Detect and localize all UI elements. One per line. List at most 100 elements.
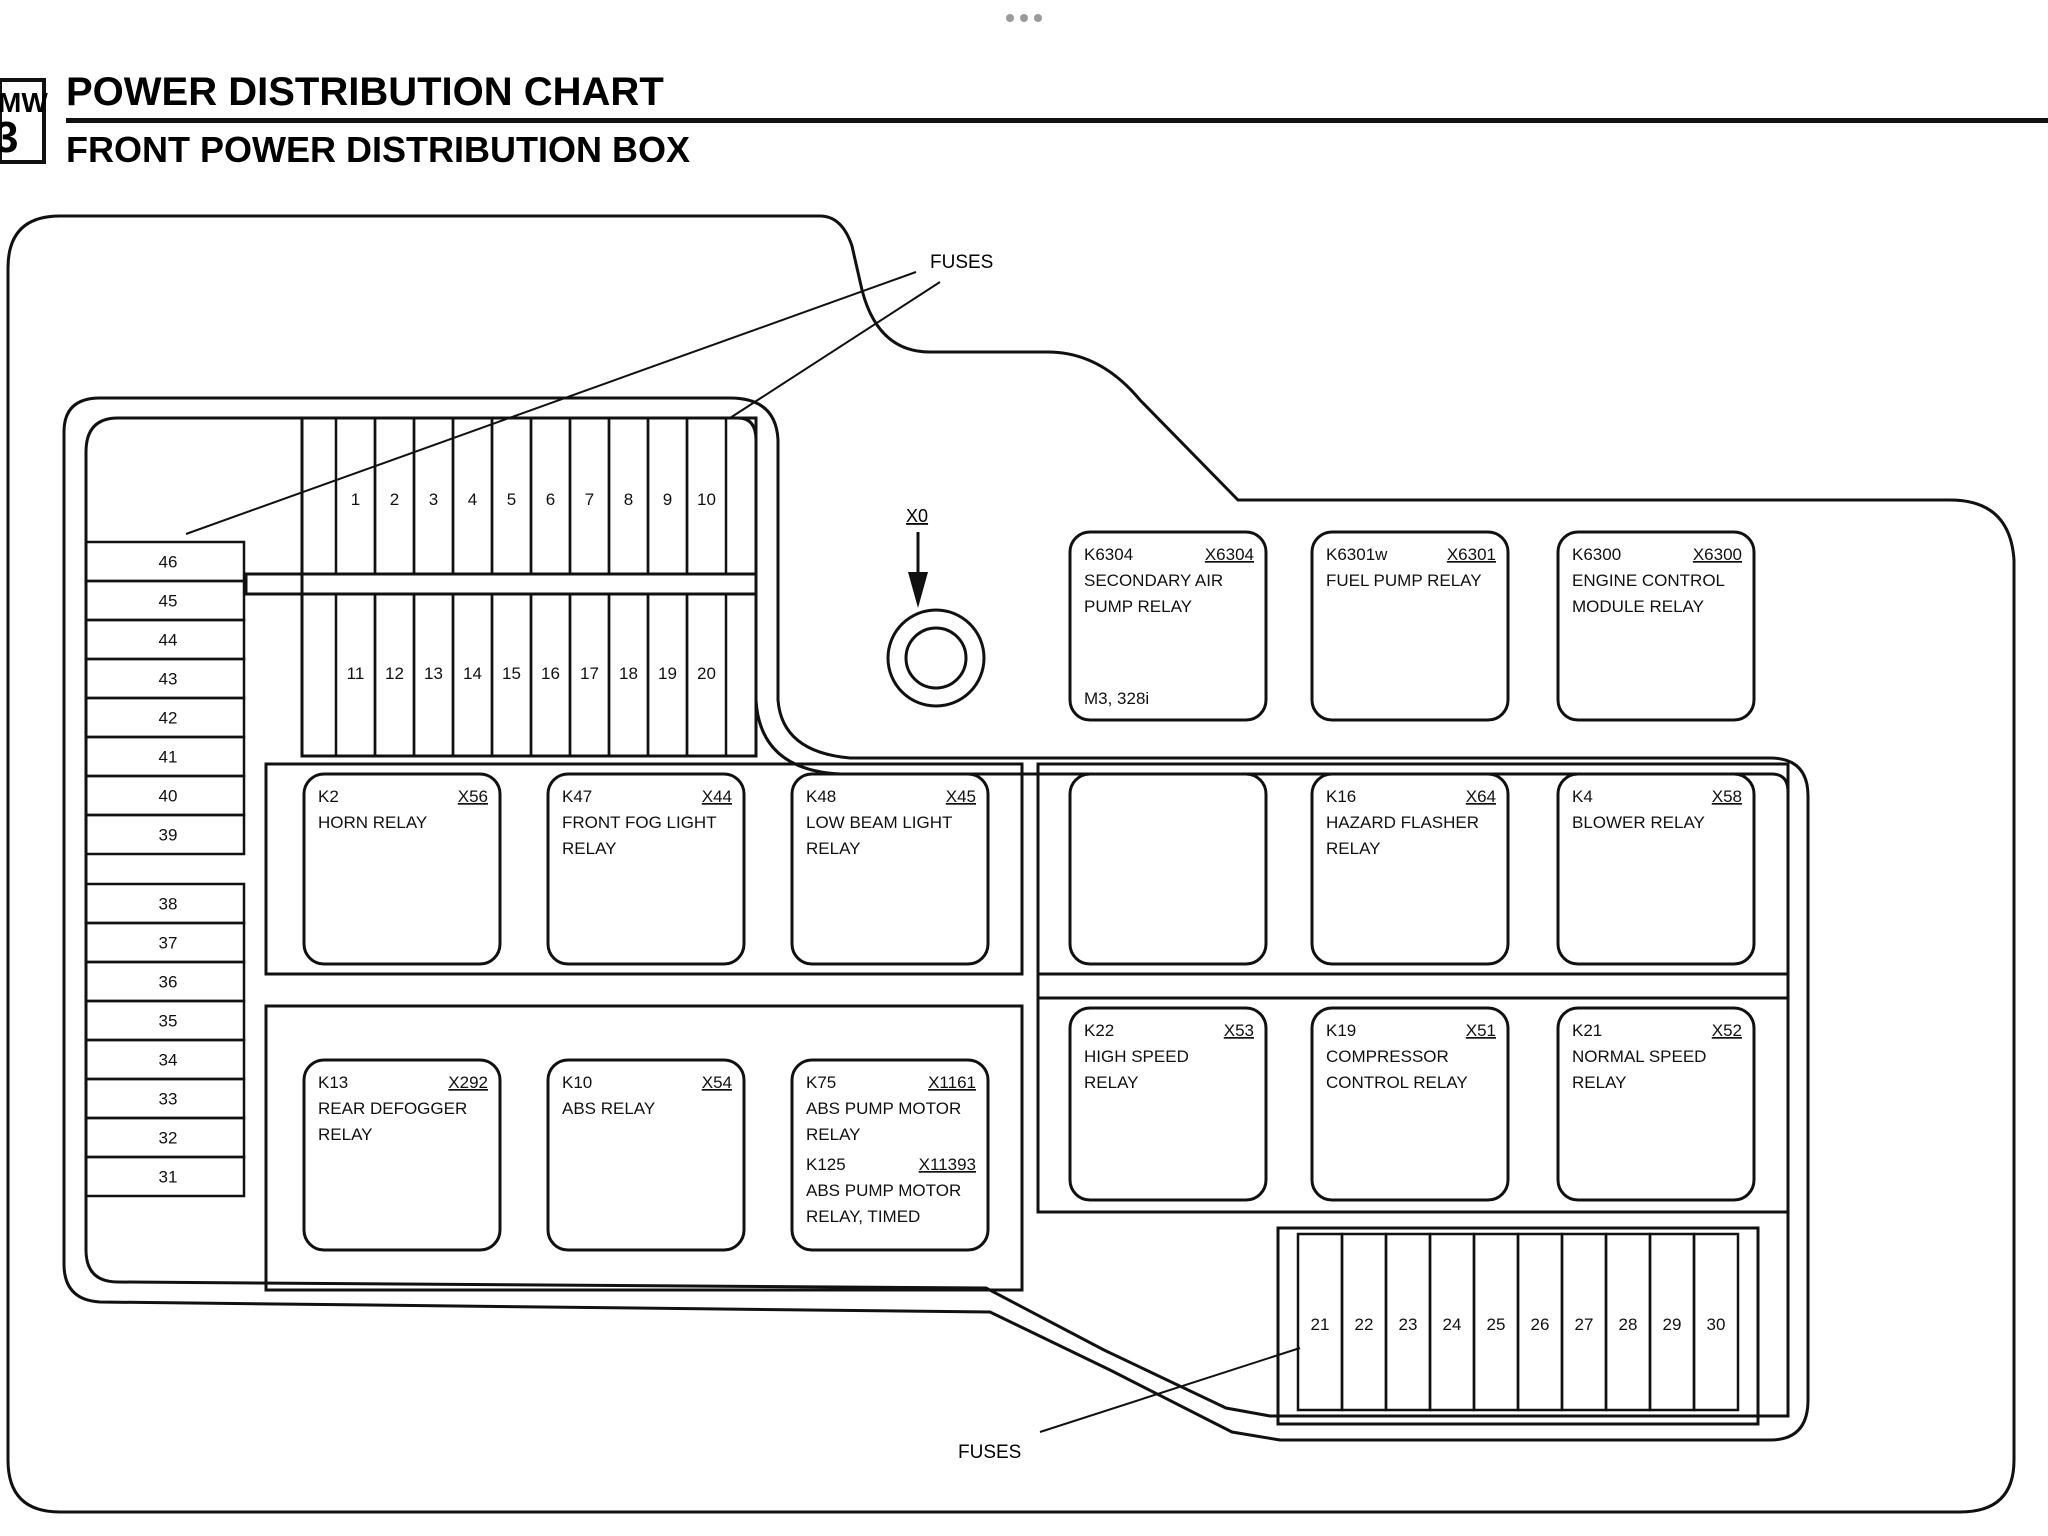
fuse-4[interactable]: 4 xyxy=(451,416,494,576)
fuse-12[interactable]: 12 xyxy=(373,592,416,758)
relay-socket xyxy=(302,1058,502,1252)
relay-description: RELAY xyxy=(806,1125,861,1144)
fuse-23[interactable]: 23 xyxy=(1384,1232,1432,1412)
fuse-11[interactable]: 11 xyxy=(334,592,377,758)
relay-note: M3, 328i xyxy=(1084,689,1149,708)
fuse-46[interactable]: 46 xyxy=(84,540,246,583)
fuse-43[interactable]: 43 xyxy=(84,657,246,700)
fuse-24[interactable]: 24 xyxy=(1428,1232,1476,1412)
fuse-13[interactable]: 13 xyxy=(412,592,455,758)
fuse-28[interactable]: 28 xyxy=(1604,1232,1652,1412)
fuse-2[interactable]: 2 xyxy=(373,416,416,576)
fuse-15[interactable]: 15 xyxy=(490,592,533,758)
fuse-42[interactable]: 42 xyxy=(84,696,246,739)
fuse-9[interactable]: 9 xyxy=(646,416,689,576)
relay-socket xyxy=(1310,530,1510,722)
fuse-8[interactable]: 8 xyxy=(607,416,650,576)
fuse-35[interactable]: 35 xyxy=(84,999,246,1042)
fuse-16[interactable]: 16 xyxy=(529,592,572,758)
relay-description: ABS RELAY xyxy=(562,1099,655,1118)
fuse-39[interactable]: 39 xyxy=(84,813,246,856)
relay-socket xyxy=(790,772,990,966)
relay-description: HIGH SPEED xyxy=(1084,1047,1189,1066)
fuse-18[interactable]: 18 xyxy=(607,592,650,758)
relay-code: K4 xyxy=(1572,787,1593,806)
fuse-label: 30 xyxy=(1707,1315,1726,1334)
fuse-27[interactable]: 27 xyxy=(1560,1232,1608,1412)
fuse-40[interactable]: 40 xyxy=(84,774,246,817)
fuse-20[interactable]: 20 xyxy=(685,592,728,758)
relay-connector: X1161 xyxy=(928,1073,976,1092)
fuse-label: 31 xyxy=(159,1168,178,1187)
fuse-label: 20 xyxy=(697,664,716,683)
relay-code: K2 xyxy=(318,787,339,806)
fuse-26[interactable]: 26 xyxy=(1516,1232,1564,1412)
relay-socket xyxy=(1068,1006,1268,1202)
fuse-36[interactable]: 36 xyxy=(84,960,246,1003)
fuse-22[interactable]: 22 xyxy=(1340,1232,1388,1412)
fuse-31[interactable]: 31 xyxy=(84,1155,246,1198)
fuse-label: 37 xyxy=(159,934,178,953)
fuse-label: 40 xyxy=(159,787,178,806)
relay-socket xyxy=(790,1058,990,1252)
fuse-17[interactable]: 17 xyxy=(568,592,611,758)
fuse-34[interactable]: 34 xyxy=(84,1038,246,1081)
relay-socket xyxy=(1310,772,1510,966)
fuse-32[interactable]: 32 xyxy=(84,1116,246,1159)
fuse-7[interactable]: 7 xyxy=(568,416,611,576)
relay-sub-connector: X11393 xyxy=(919,1155,976,1174)
fuse-1[interactable]: 1 xyxy=(334,416,377,576)
inner-carrier-left xyxy=(62,396,1810,1442)
fuse-25[interactable]: 25 xyxy=(1472,1232,1520,1412)
fuse-44[interactable]: 44 xyxy=(84,618,246,661)
fuse-38[interactable]: 38 xyxy=(84,882,246,925)
fuse-label: 12 xyxy=(385,664,404,683)
fuse-41[interactable]: 41 xyxy=(84,735,246,778)
fuse-6[interactable]: 6 xyxy=(529,416,572,576)
fuse-label: 23 xyxy=(1399,1315,1418,1334)
fuse-label: 17 xyxy=(580,664,599,683)
window-menu-dots[interactable] xyxy=(1000,6,1048,30)
fuse-label: 5 xyxy=(507,490,516,509)
fuse-10[interactable]: 10 xyxy=(685,416,728,576)
fuse-label: 39 xyxy=(159,826,178,845)
fuse-5[interactable]: 5 xyxy=(490,416,533,576)
x0-ring-inner xyxy=(904,626,968,690)
fuse-21[interactable]: 21 xyxy=(1296,1232,1344,1412)
fuse-label: 8 xyxy=(624,490,633,509)
fuse-19[interactable]: 19 xyxy=(646,592,689,758)
relay-code: K22 xyxy=(1084,1021,1114,1040)
brand-badge-text: MW xyxy=(0,87,48,118)
relay-socket xyxy=(1068,530,1268,722)
relay-socket xyxy=(1556,772,1756,966)
fuse-30[interactable]: 30 xyxy=(1692,1232,1740,1412)
fuse-label: 10 xyxy=(697,490,716,509)
brand-badge xyxy=(0,78,46,164)
relay-empty[interactable] xyxy=(1068,772,1268,966)
fuse-45[interactable]: 45 xyxy=(84,579,246,622)
fuse-label: 42 xyxy=(159,709,178,728)
relay-description: RELAY xyxy=(1084,1073,1139,1092)
relay-code: K6301w xyxy=(1326,545,1388,564)
fuse-3[interactable]: 3 xyxy=(412,416,455,576)
fuse-29[interactable]: 29 xyxy=(1648,1232,1696,1412)
fuse-label: 45 xyxy=(159,592,178,611)
fuse-33[interactable]: 33 xyxy=(84,1077,246,1120)
fuse-14[interactable]: 14 xyxy=(451,592,494,758)
fuse-37[interactable]: 37 xyxy=(84,921,246,964)
